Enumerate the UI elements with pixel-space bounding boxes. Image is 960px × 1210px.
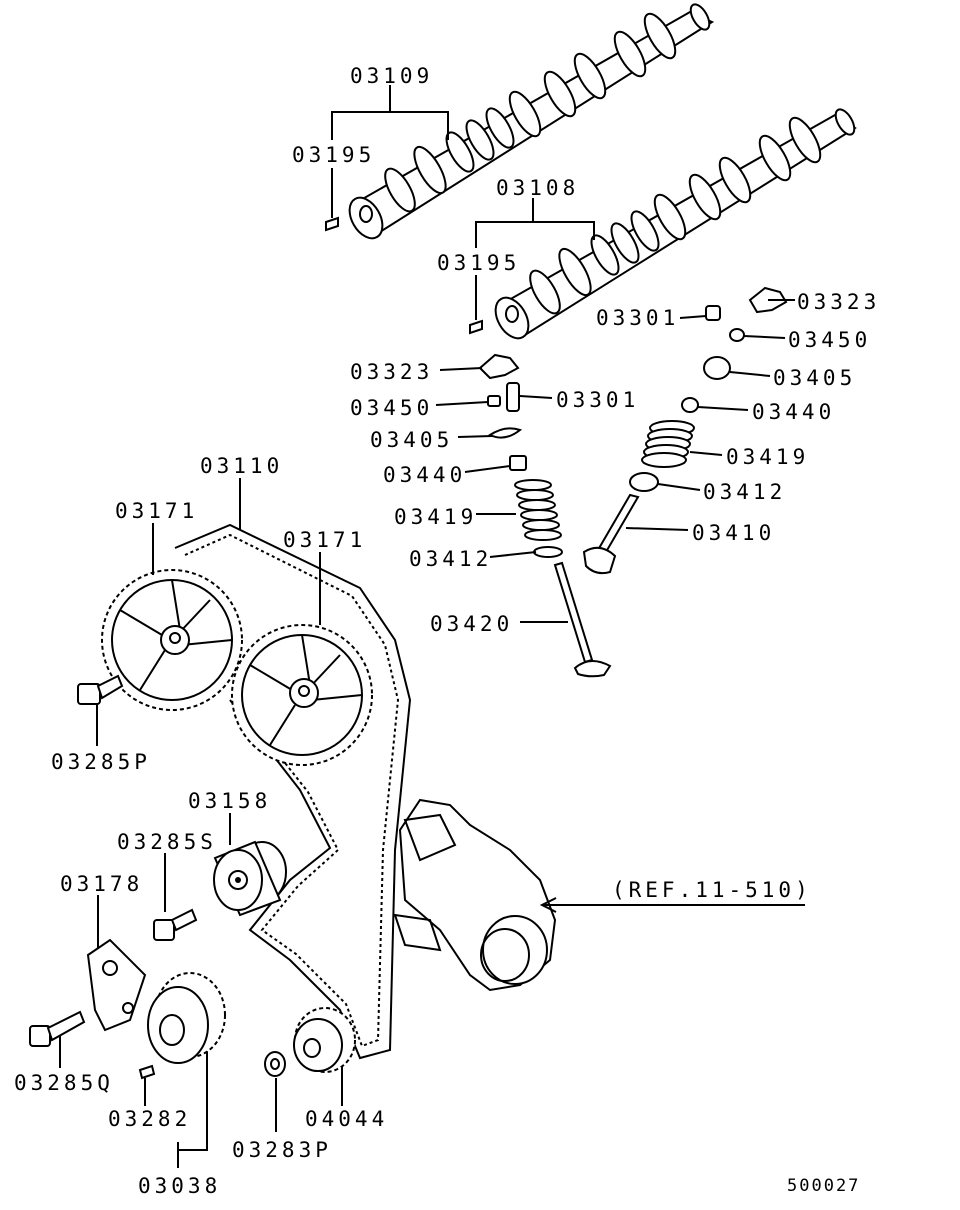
label-03285p: 03285P — [51, 750, 151, 774]
label-03178: 03178 — [60, 872, 144, 896]
camshaft-lower — [494, 108, 857, 340]
label-03171-right: 03171 — [283, 528, 367, 552]
bolt-03285q — [29, 1010, 86, 1047]
label-03323-right: 03323 — [797, 290, 881, 314]
figure-number: 500027 — [787, 1176, 861, 1196]
label-03450-right: 03450 — [788, 328, 872, 352]
label-03412-right: 03412 — [703, 480, 787, 504]
label-03158: 03158 — [188, 789, 272, 813]
label-03419-right: 03419 — [726, 445, 810, 469]
label-03405-right: 03405 — [773, 366, 857, 390]
label-03282: 03282 — [108, 1107, 192, 1131]
label-03283p: 03283P — [232, 1138, 332, 1162]
label-03285s: 03285S — [117, 830, 217, 854]
leader-lines-belt — [59, 478, 805, 1168]
label-03440-right: 03440 — [752, 400, 836, 424]
label-03195-upper: 03195 — [292, 143, 376, 167]
ref-assembly-sketch — [393, 798, 557, 992]
label-03419-left: 03419 — [394, 505, 478, 529]
label-03405-left: 03405 — [370, 428, 454, 452]
label-03108: 03108 — [496, 176, 580, 200]
label-03301-left: 03301 — [556, 388, 640, 412]
label-03195-lower: 03195 — [437, 251, 521, 275]
camshaft-upper — [348, 3, 715, 240]
valve-train-right — [582, 286, 788, 575]
label-ref-11-510: (REF.11-510) — [612, 878, 812, 902]
label-03450-left: 03450 — [350, 396, 434, 420]
label-03301-right: 03301 — [596, 306, 680, 330]
idler-pulley — [293, 1007, 356, 1073]
key-03282 — [138, 1064, 156, 1080]
label-03323-left: 03323 — [350, 360, 434, 384]
camshaft-sprocket-right — [231, 624, 373, 766]
label-03110: 03110 — [200, 454, 284, 478]
tensioner-arm — [86, 938, 147, 1032]
dowel-pin-upper — [325, 216, 339, 232]
label-03420: 03420 — [430, 612, 514, 636]
bracket-lines-camshafts — [331, 85, 595, 320]
label-03038: 03038 — [138, 1174, 222, 1198]
valve-train-left — [478, 353, 612, 678]
timing-belt — [174, 523, 412, 1060]
camshaft-sprocket-left — [101, 569, 243, 711]
label-03285q: 03285Q — [14, 1071, 114, 1095]
label-03171-left: 03171 — [115, 499, 199, 523]
label-04044: 04044 — [305, 1107, 389, 1131]
tensioner-pulley — [213, 840, 287, 917]
bolt-03285s — [153, 908, 198, 941]
leader-lines-valves — [435, 299, 795, 623]
dowel-pin-lower — [469, 319, 483, 335]
crankshaft-sprocket — [147, 972, 226, 1064]
label-03412-left: 03412 — [409, 547, 493, 571]
label-03440-left: 03440 — [383, 463, 467, 487]
bolt-03285p — [77, 674, 124, 705]
label-03410: 03410 — [692, 521, 776, 545]
bushing-03283p — [264, 1051, 286, 1077]
label-03109: 03109 — [350, 64, 434, 88]
